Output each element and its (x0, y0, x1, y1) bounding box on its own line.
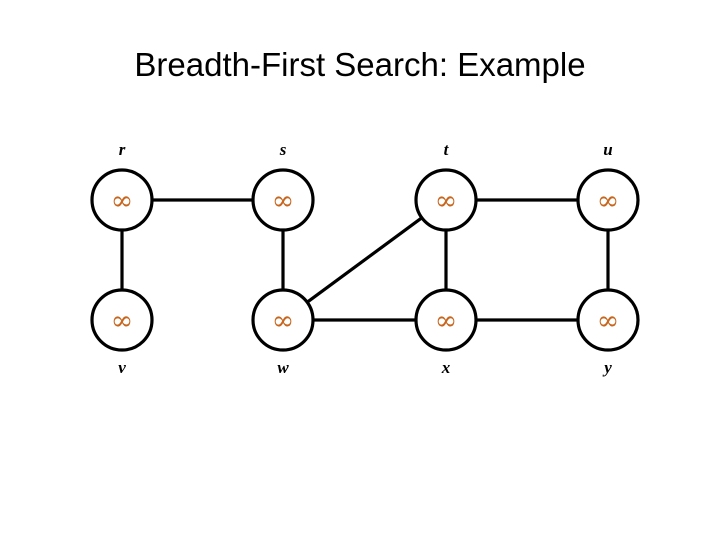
graph-node-distance-y: ∞ (597, 306, 620, 337)
graph-node-r[interactable]: ∞ (90, 168, 154, 232)
graph-node-circle-x (414, 288, 478, 352)
graph-node-circle-w (251, 288, 315, 352)
graph-node-circle-s (251, 168, 315, 232)
graph-node-w[interactable]: ∞ (251, 288, 315, 352)
graph-node-label-r: r (119, 140, 126, 159)
graph-node-label-u: u (603, 140, 612, 159)
graph-node-circle-u (576, 168, 640, 232)
graph-node-label-t: t (444, 140, 450, 159)
graph-node-circle-y (576, 288, 640, 352)
graph-node-distance-v: ∞ (111, 306, 134, 337)
graph-edge-t-w (305, 215, 424, 305)
page-title: Breadth-First Search: Example (134, 46, 586, 83)
graph-node-label-x: x (441, 358, 451, 377)
graph-node-label-w: w (277, 358, 289, 377)
edge-layer (120, 198, 610, 322)
graph-node-circle-v (90, 288, 154, 352)
graph-node-u[interactable]: ∞ (576, 168, 640, 232)
graph-node-distance-r: ∞ (111, 186, 134, 217)
graph-node-label-v: v (118, 358, 126, 377)
node-label-layer: r s t u v w x y (118, 140, 613, 377)
node-layer: ∞ ∞ ∞ ∞ ∞ ∞ ∞ ∞ (90, 168, 640, 352)
graph-node-v[interactable]: ∞ (90, 288, 154, 352)
graph-node-s[interactable]: ∞ (251, 168, 315, 232)
graph-node-label-s: s (279, 140, 287, 159)
graph-node-distance-w: ∞ (272, 306, 295, 337)
graph-node-distance-t: ∞ (435, 186, 458, 217)
graph-node-distance-x: ∞ (435, 306, 458, 337)
graph-node-distance-u: ∞ (597, 186, 620, 217)
graph-node-y[interactable]: ∞ (576, 288, 640, 352)
graph-node-t[interactable]: ∞ (414, 168, 478, 232)
graph-node-label-y: y (602, 358, 612, 377)
graph-node-circle-r (90, 168, 154, 232)
graph-node-circle-t (414, 168, 478, 232)
graph-node-distance-s: ∞ (272, 186, 295, 217)
graph-node-x[interactable]: ∞ (414, 288, 478, 352)
